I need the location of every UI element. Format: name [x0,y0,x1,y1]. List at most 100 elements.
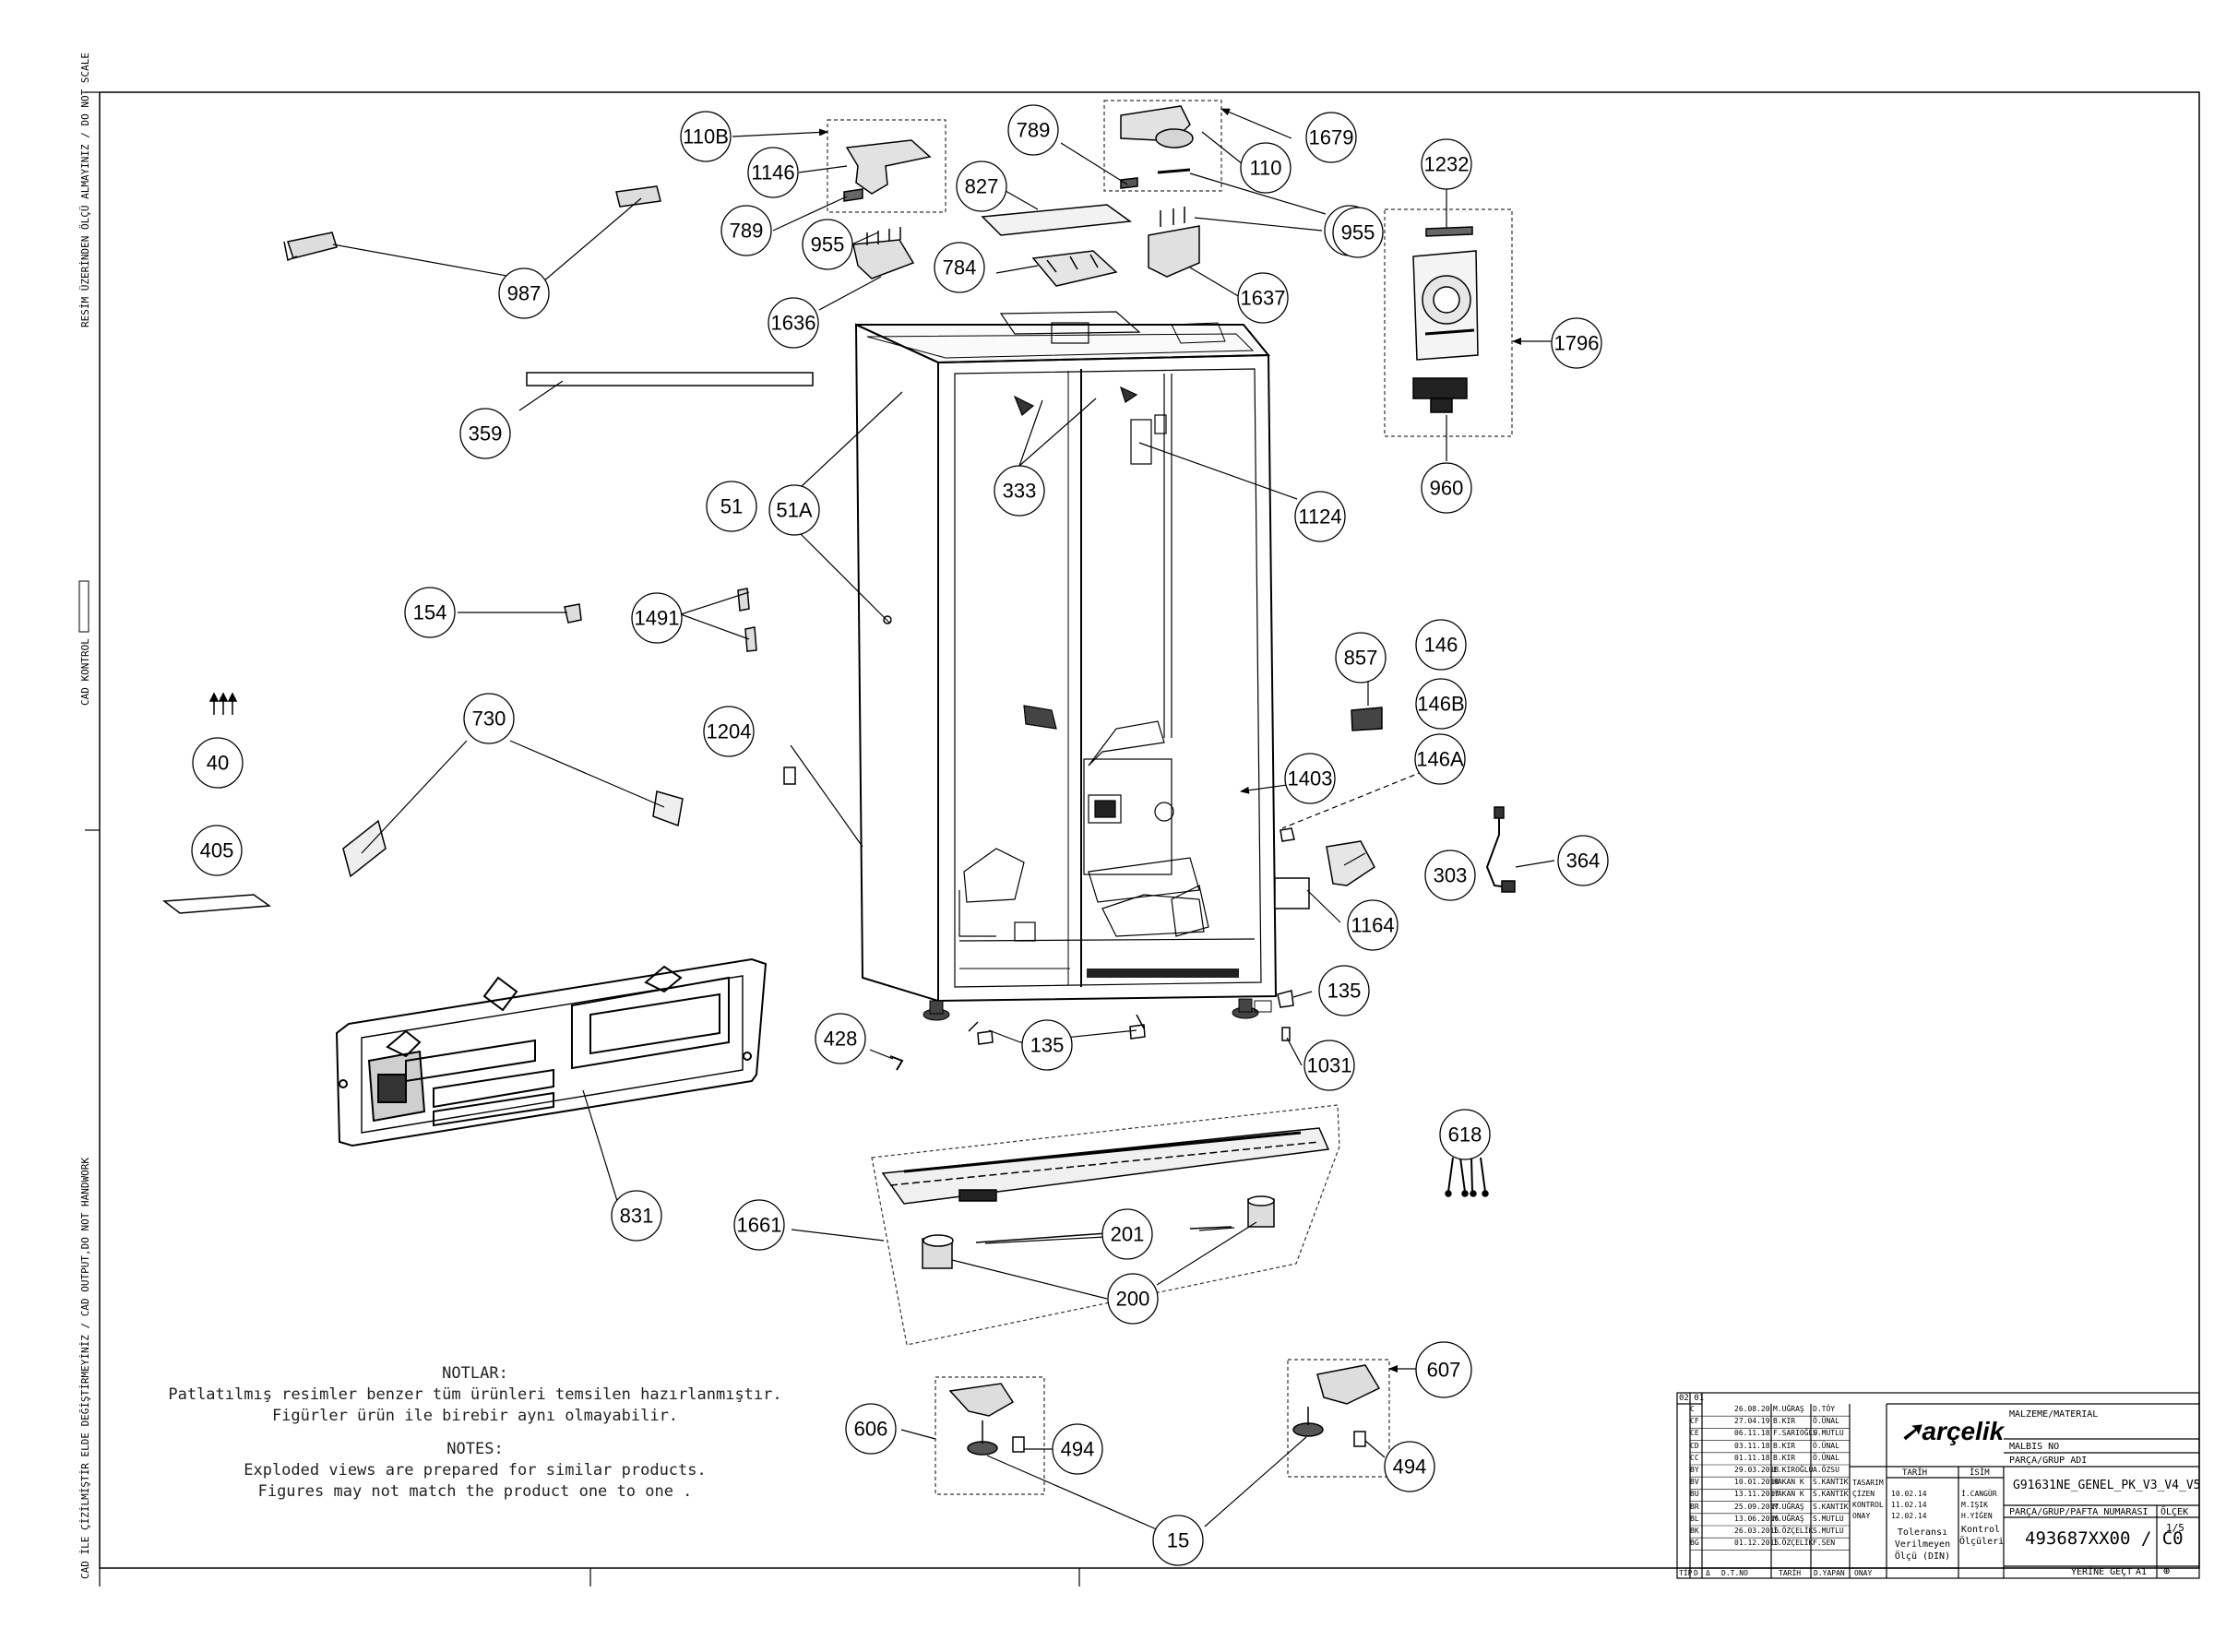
base-plate-1661 [881,1127,1330,1205]
callout-circle [703,706,755,757]
callout-circle [1415,619,1467,671]
callout-606: 606 [845,1403,897,1455]
callout-label: 1661 [737,1214,782,1237]
callout-857: 857 [1335,632,1387,683]
callout-label: 827 [965,175,999,198]
revision-code: CD [1690,1441,1699,1450]
callout-label: 789 [730,220,764,243]
hinge-group-box [827,119,946,213]
column-header: D.T.NO [1721,1569,1748,1577]
callout-circle [192,737,244,789]
callout-1637: 1637 [1237,272,1289,324]
group-outlines [827,100,1513,1495]
callout-110B: 110B [680,111,732,162]
callout-955: 955 [802,219,853,270]
callout-987: 987 [498,267,550,319]
callout-494: 494 [1384,1441,1435,1492]
signoff-role: ONAY [1852,1512,1871,1520]
revision-approver: F.SEN [1813,1539,1836,1548]
signoff-role: ÇİZEN [1852,1490,1875,1498]
revision-approver: S.KANTIK [1813,1502,1849,1511]
column-header: D [1694,1569,1698,1577]
callout-label: 405 [200,839,234,862]
revision-code: CF [1690,1417,1699,1426]
revision-author: M.UĞRAŞ [1773,1405,1804,1413]
callout-circle [1414,733,1466,785]
notes-heading-en: NOTES: [446,1440,504,1458]
title-block-corner: 02 01 [1679,1394,1705,1403]
revision-date: 06.11.18 [1734,1429,1770,1438]
callout-label: 110 [1249,157,1281,180]
column-header: ONAY [1854,1569,1873,1577]
callout-circle [733,1199,785,1251]
leader-lines [332,108,1555,1531]
callout-circle [815,1013,866,1064]
revision-date: 29.03.2018 [1734,1466,1780,1474]
callout-circle [191,825,243,876]
callout-960: 960 [1421,462,1472,514]
projection-icon: ⊕ [2163,1564,2171,1577]
callout-circle [1421,138,1472,190]
revision-code: CE [1690,1429,1699,1438]
brand-name: arçelik [1922,1417,2005,1445]
callout-135: 135 [1021,1019,1073,1071]
callout-circle [1240,142,1292,194]
column-header: TARİH [1779,1569,1802,1577]
callout-15: 15 [1152,1515,1204,1566]
revision-author: E.KIROĞLU [1773,1466,1814,1474]
revision-code: BU [1690,1490,1699,1499]
base-panel-831 [335,957,768,1147]
callout-label: 618 [1448,1123,1482,1147]
callout-circle [1021,1019,1073,1071]
callout-circle [1424,850,1476,901]
revision-date: 13.11.2017 [1734,1490,1780,1499]
callout-circle [845,1403,897,1455]
callout-405: 405 [191,825,243,876]
callout-label: 1124 [1298,505,1341,529]
fan-cover-group-box [1384,208,1513,437]
callout-circle [1305,112,1357,163]
callout-label: 1679 [1309,126,1354,149]
notes-heading-tr: NOTLAR: [442,1364,508,1383]
callout-146B: 146B [1415,678,1467,730]
revision-date: 27.04.19 [1734,1417,1770,1426]
callout-135: 135 [1318,965,1370,1016]
callout-40: 40 [192,737,244,789]
revision-code: CC [1690,1453,1699,1462]
revision-approver: Ö.ÜNAL [1813,1441,1839,1450]
base-plate-group-box [871,1104,1340,1346]
callout-circle [631,592,683,644]
revision-approver: Ö.ÜNAL [1813,1453,1839,1462]
revision-author: HAKAN K [1773,1490,1804,1499]
signoff-date: 11.02.14 [1891,1501,1927,1509]
callout-circle [1384,1441,1435,1492]
callout-784: 784 [934,242,985,293]
revision-date: 13.06.2016 [1734,1514,1780,1523]
callout-circle [1152,1515,1204,1566]
drawing-border [99,91,2200,1569]
callout-circle [1284,753,1336,804]
revision-code: BY [1690,1466,1699,1474]
callout-154: 154 [404,587,456,638]
signoff-name: M.IŞIK [1961,1501,1988,1509]
revision-author: B.KIR [1773,1441,1796,1450]
callout-label: 40 [207,752,229,775]
callout-1491: 1491 [631,592,683,644]
callout-label: 607 [1427,1359,1461,1382]
callout-146A: 146A [1414,733,1466,785]
callout-359: 359 [459,408,511,459]
callout-label: 1491 [635,607,680,630]
callout-1232: 1232 [1421,138,1472,190]
revision-date: 03.11.18 [1734,1441,1770,1450]
callout-label: 784 [943,256,977,279]
callout-circle [1101,1208,1153,1260]
revision-approver: Ö.ÜNAL [1813,1417,1839,1426]
callout-51: 51 [706,481,757,532]
part-number: 493687XX00 / C0 [2025,1528,2184,1549]
callout-circle [802,219,853,270]
callout-label: 333 [1003,480,1037,503]
notes-line1-en: Exploded views are prepared for similar … [244,1461,707,1480]
callout-831: 831 [611,1190,662,1242]
callout-1403: 1403 [1284,753,1336,804]
callout-circle [498,267,550,319]
